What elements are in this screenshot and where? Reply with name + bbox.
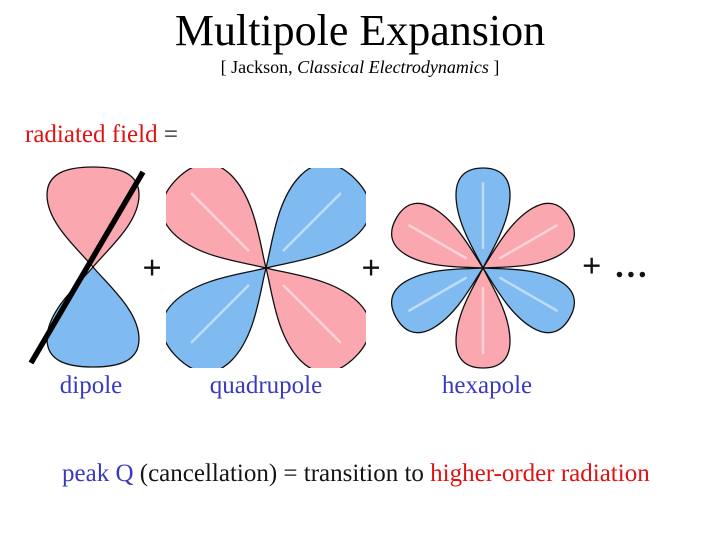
citation: [ Jackson, Classical Electrodynamics ] <box>0 57 720 79</box>
hexapole-petal-lower-left <box>391 267 484 334</box>
quadrupole-petal-upper-left <box>166 168 267 269</box>
plus-operator-2: + <box>361 250 381 287</box>
dipole-lobe-bottom <box>46 266 140 368</box>
equals-sign: = <box>157 121 178 148</box>
plus-operator-1: + <box>142 250 162 287</box>
hexapole-petal-top <box>455 167 511 269</box>
quadrupole-diagram <box>166 168 366 368</box>
hexapole-petal-upper-right <box>482 202 575 269</box>
plus-ellipsis-term: + … <box>582 248 650 285</box>
radiated-field-label: radiated field = <box>25 120 178 150</box>
citation-suffix: ] <box>488 57 500 77</box>
hexapole-diagram <box>391 167 575 369</box>
hexapole-petal-lower-right <box>482 267 575 334</box>
hexapole-petal-bottom <box>455 267 511 369</box>
hexapole-petal-upper-left <box>391 202 484 269</box>
quadrupole-petal-lower-left <box>166 267 267 368</box>
footer-peak-q: peak Q <box>62 460 134 487</box>
dipole-axis-line <box>28 170 146 365</box>
citation-book-title: Classical Electrodynamics <box>297 57 489 77</box>
footer-middle-text: (cancellation) = transition to <box>133 460 431 487</box>
footer-higher-order: higher-order radiation <box>430 460 650 487</box>
radiated-field-text: radiated field <box>25 121 158 148</box>
dipole-lobe-top <box>46 166 140 268</box>
dipole-label: dipole <box>59 372 123 399</box>
dipole-diagram <box>28 166 146 368</box>
footer-note: peak Q (cancellation) = transition to hi… <box>62 458 650 491</box>
hexapole-label: hexapole <box>441 372 533 399</box>
quadrupole-petal-upper-right <box>265 168 366 269</box>
quadrupole-label: quadrupole <box>209 372 323 399</box>
citation-prefix: [ Jackson, <box>220 57 298 77</box>
page-title: Multipole Expansion <box>174 6 546 55</box>
quadrupole-petal-lower-right <box>265 267 366 368</box>
